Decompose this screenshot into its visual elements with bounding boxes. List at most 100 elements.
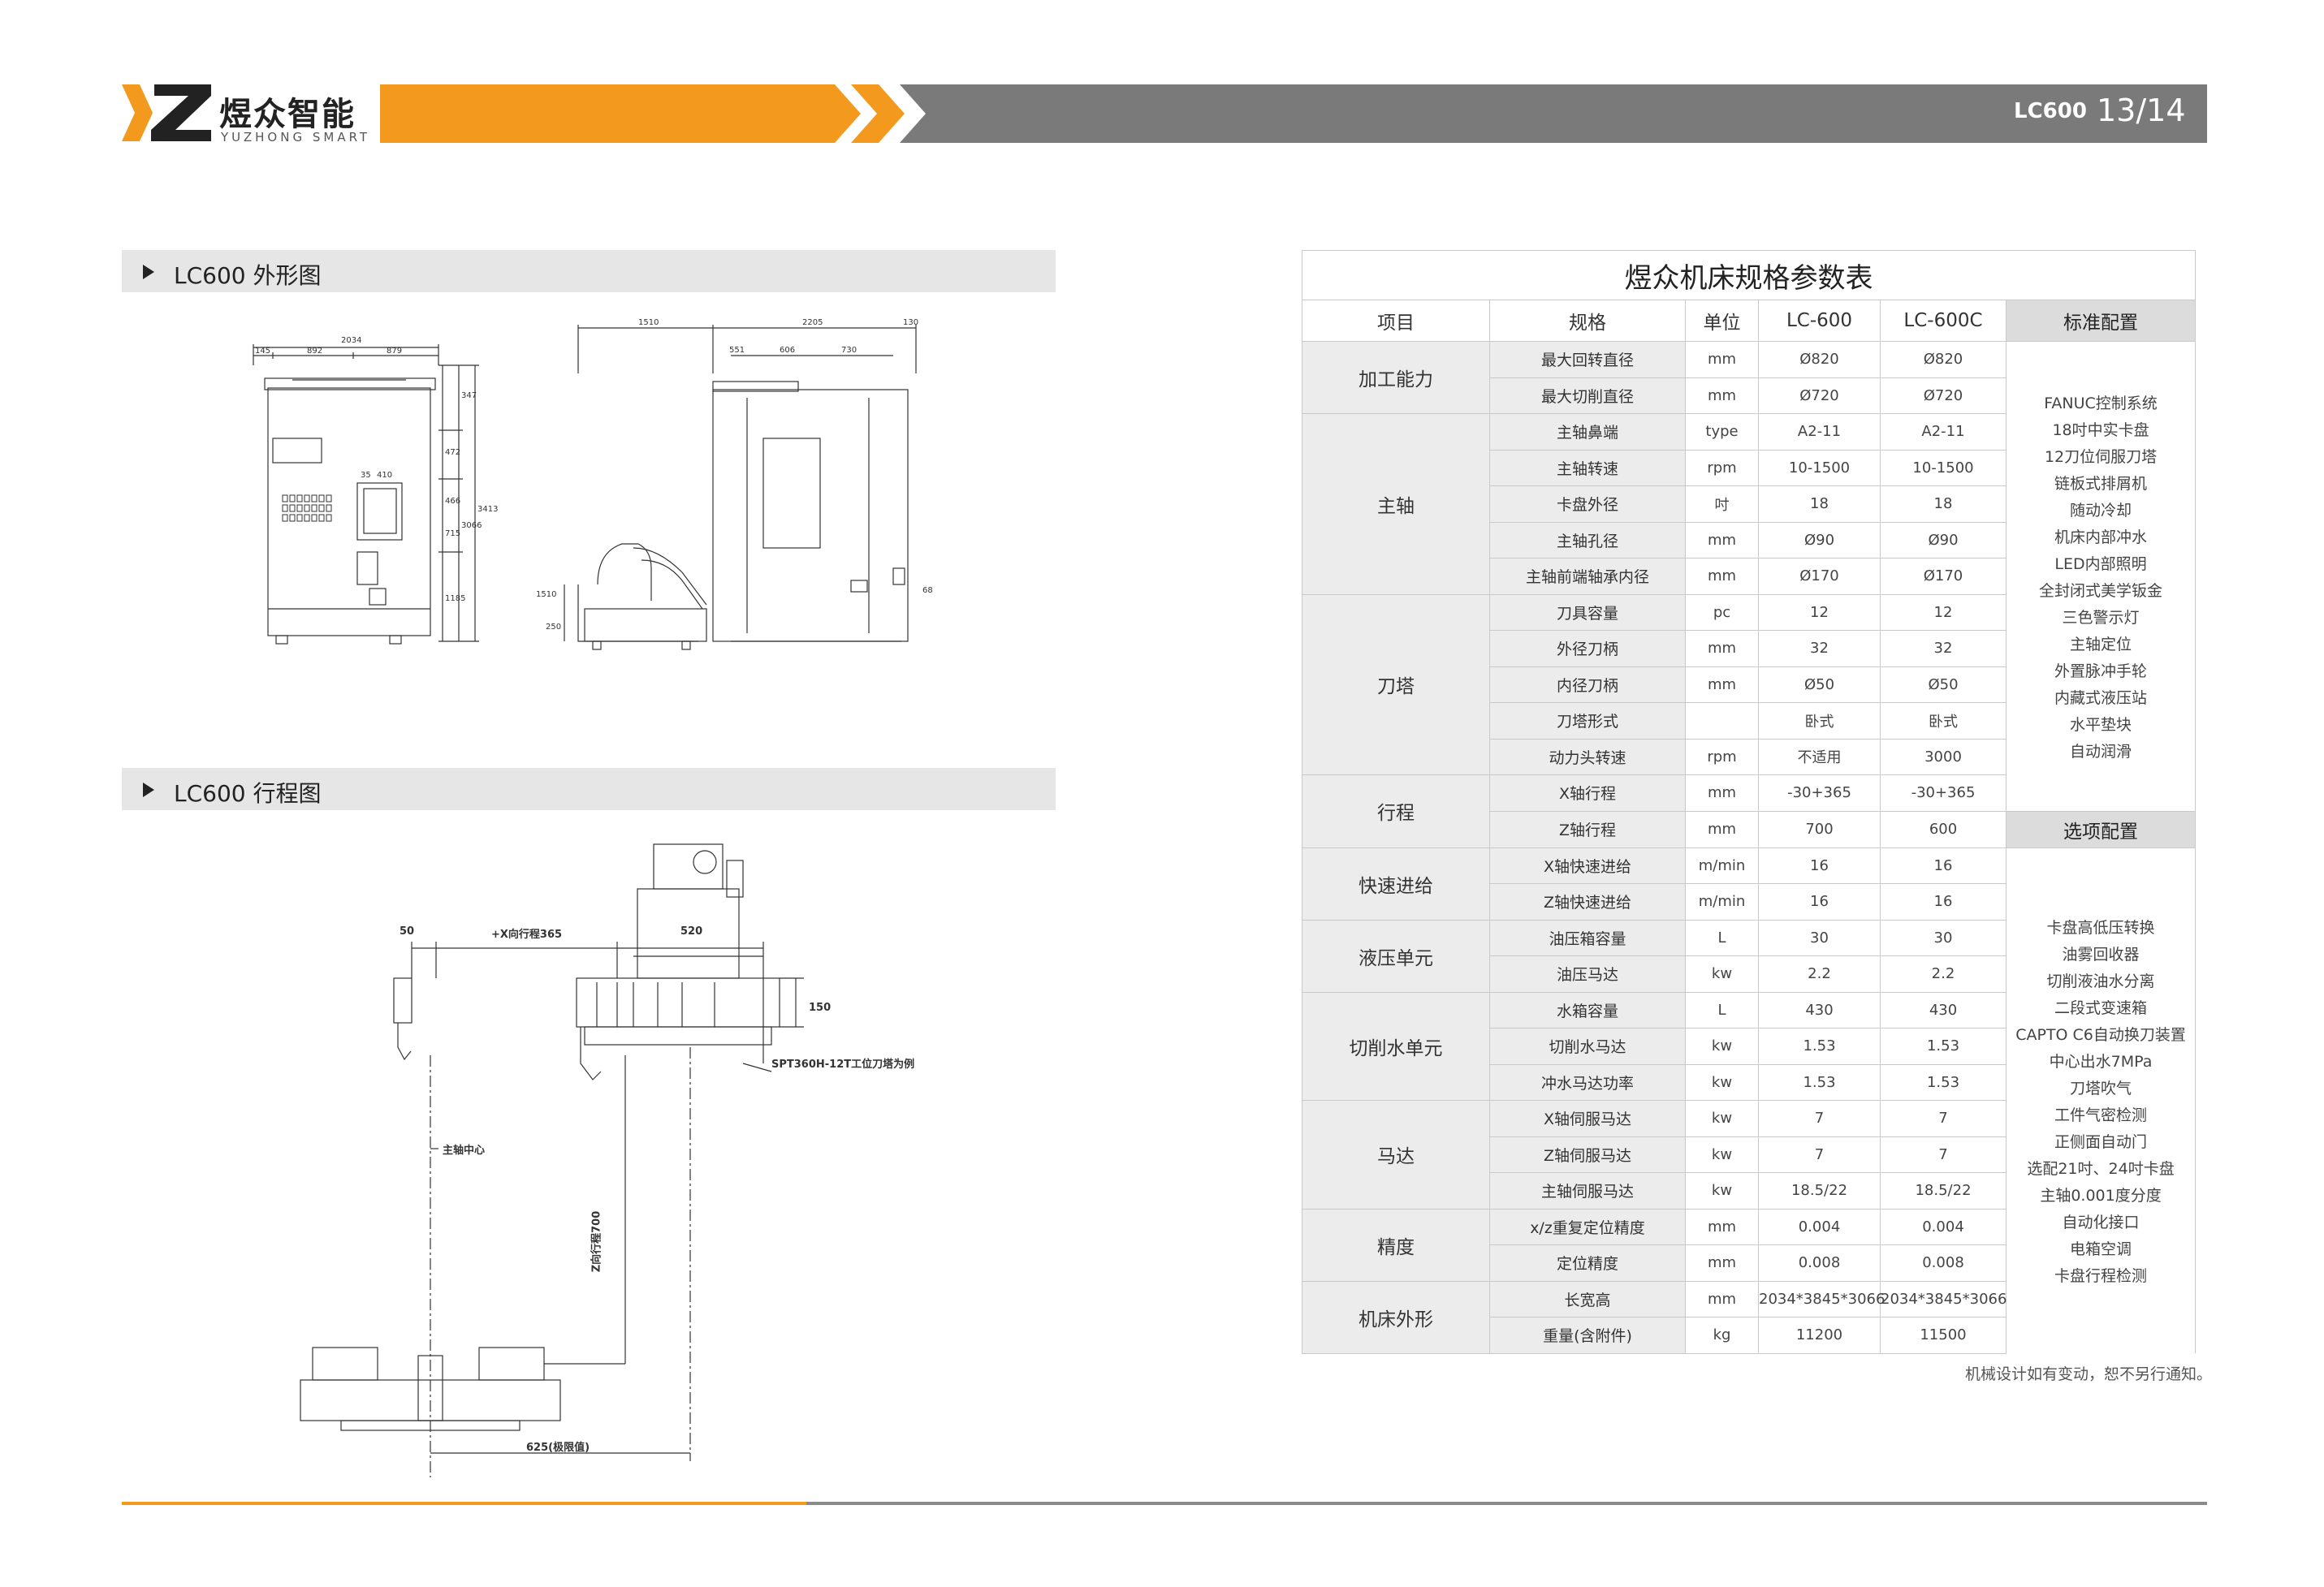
spec-unit: 吋 — [1685, 485, 1759, 523]
spec-item: 主轴伺服马达 — [1489, 1172, 1686, 1210]
standard-config-item: 链板式排屑机 — [2054, 474, 2148, 493]
spec-value-lc600: 430 — [1758, 991, 1881, 1029]
spec-value-lc600c: 30 — [1880, 919, 2007, 956]
front-dim-c: 879 — [387, 347, 402, 356]
spec-value-lc600: 不适用 — [1758, 738, 1881, 775]
table-header-cell: 规格 — [1489, 300, 1686, 342]
travel-drawing — [300, 843, 804, 1477]
spec-item: 刀具容量 — [1489, 593, 1686, 631]
spec-unit: kw — [1685, 1172, 1759, 1210]
spec-value-lc600c: 1.53 — [1880, 1028, 2007, 1065]
spec-item: 油压马达 — [1489, 955, 1686, 993]
header-model: LC600 — [2014, 99, 2087, 123]
spec-item: 卡盘外径 — [1489, 485, 1686, 523]
standard-config-item: 18吋中实卡盘 — [2052, 420, 2149, 439]
optional-config-item: 自动化接口 — [2062, 1213, 2140, 1231]
category-cell: 机床外形 — [1302, 1280, 1490, 1354]
footer-line-gray — [806, 1502, 2207, 1505]
spec-item: 长宽高 — [1489, 1280, 1686, 1317]
side-dim-g: 1510 — [536, 590, 556, 599]
optional-config-item: 切削液油水分离 — [2046, 972, 2155, 990]
spec-unit: mm — [1685, 774, 1759, 812]
optional-config-item: 工件气密检测 — [2054, 1106, 2148, 1124]
spec-value-lc600c: 3000 — [1880, 738, 2007, 775]
spec-value-lc600: 30 — [1758, 919, 1881, 956]
travel-turret-label: SPT360H-12T工位刀塔为例 — [771, 1059, 915, 1071]
spec-item: 内径刀柄 — [1489, 666, 1686, 703]
spec-item: 动力头转速 — [1489, 738, 1686, 775]
side-dim-d: 551 — [729, 346, 745, 355]
spec-value-lc600: 12 — [1758, 593, 1881, 631]
spec-unit: mm — [1685, 377, 1759, 414]
spec-unit: pc — [1685, 593, 1759, 631]
category-cell: 马达 — [1302, 1100, 1490, 1210]
spec-value-lc600: 2034*3845*3066 — [1758, 1280, 1885, 1317]
spec-value-lc600c: A2-11 — [1880, 413, 2007, 451]
spec-value-lc600: 16 — [1758, 847, 1881, 884]
spec-unit: mm — [1685, 666, 1759, 703]
table-footnote: 机械设计如有变动，恕不另行通知。 — [1965, 1365, 2213, 1383]
section-travel-bar: LC600 行程图 — [122, 768, 1056, 810]
spec-unit: kw — [1685, 1063, 1759, 1101]
spec-value-lc600c: 18 — [1880, 485, 2007, 523]
spec-value-lc600c: -30+365 — [1880, 774, 2007, 812]
optional-config-item: 卡盘行程检测 — [2054, 1266, 2148, 1285]
spec-value-lc600c: 2.2 — [1880, 955, 2007, 993]
category-cell: 加工能力 — [1302, 341, 1490, 414]
travel-turret-width: 520 — [680, 925, 703, 938]
spec-value-lc600c: 0.008 — [1880, 1244, 2007, 1282]
travel-spindle-center: 主轴中心 — [443, 1145, 486, 1157]
optional-config-item: 刀塔吹气 — [2070, 1079, 2132, 1098]
spec-value-lc600: 1.53 — [1758, 1063, 1881, 1101]
brand-subtitle: YUZHONG SMART — [221, 130, 371, 144]
header-band — [380, 84, 2207, 143]
spec-value-lc600c: 卧式 — [1880, 702, 2007, 740]
standard-config-item: 机床内部冲水 — [2054, 528, 2148, 546]
spec-item: 最大切削直径 — [1489, 377, 1686, 414]
side-dim-c: 130 — [903, 318, 918, 327]
spec-unit: mm — [1685, 1244, 1759, 1282]
spec-value-lc600c: Ø720 — [1880, 377, 2007, 414]
spec-value-lc600: Ø170 — [1758, 558, 1881, 595]
spec-value-lc600: -30+365 — [1758, 774, 1881, 812]
spec-item: 刀塔形式 — [1489, 702, 1686, 740]
optional-config-item: 电箱空调 — [2070, 1240, 2132, 1258]
spec-value-lc600c: 2034*3845*3066 — [1880, 1280, 2007, 1317]
spec-value-lc600: 1.53 — [1758, 1028, 1881, 1065]
spec-item: x/z重复定位精度 — [1489, 1208, 1686, 1245]
spec-unit: rpm — [1685, 738, 1759, 775]
front-rdim-4: 715 — [445, 529, 460, 538]
side-dim-b: 2205 — [802, 318, 823, 327]
spec-item: Z轴伺服马达 — [1489, 1136, 1686, 1173]
spec-value-lc600c: Ø170 — [1880, 558, 2007, 595]
spec-value-lc600: 2.2 — [1758, 955, 1881, 993]
spec-value-lc600: 18.5/22 — [1758, 1172, 1881, 1210]
front-rdim-1: 347 — [461, 391, 477, 400]
spec-value-lc600c: 12 — [1880, 593, 2007, 631]
optional-config-item: 主轴0.001度分度 — [2040, 1186, 2162, 1205]
spec-item: 主轴鼻端 — [1489, 413, 1686, 451]
table-row: 刀塔形式卧式卧式 — [1302, 702, 2196, 740]
spec-item: 最大回转直径 — [1489, 341, 1686, 378]
spec-unit: mm — [1685, 630, 1759, 667]
spec-item: 主轴前端轴承内径 — [1489, 558, 1686, 595]
spec-item: 重量(含附件) — [1489, 1317, 1686, 1354]
spec-value-lc600: 18 — [1758, 485, 1881, 523]
